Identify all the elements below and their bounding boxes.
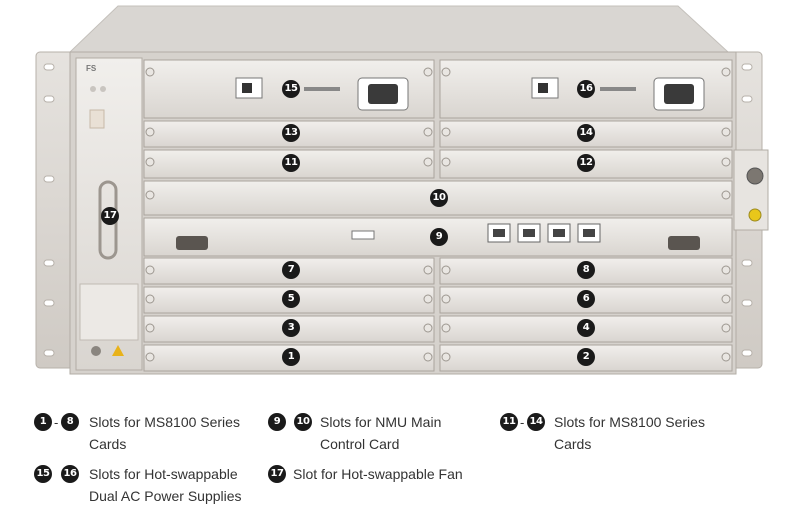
brand-logo: FS xyxy=(86,64,97,73)
badge-slot-14: 14 xyxy=(577,124,595,142)
badge-slot-12: 12 xyxy=(577,154,595,172)
badge-slot-11: 11 xyxy=(282,154,300,172)
badge-slot-17: 17 xyxy=(101,207,119,225)
badge-slot-2: 2 xyxy=(577,348,595,366)
badge-slot-4: 4 xyxy=(577,319,595,337)
badge-slot-15: 15 xyxy=(282,80,300,98)
legend-power-line1: Slots for Hot-swappable xyxy=(89,466,238,482)
badge-slot-13: 13 xyxy=(282,124,300,142)
legend-badge-16: 16 xyxy=(61,465,79,483)
legend-badge-11: 11 xyxy=(500,413,518,431)
legend-power-line2: Dual AC Power Supplies xyxy=(89,488,242,504)
legend-badge-1: 1 xyxy=(34,413,52,431)
legend-cards-11-14-line1: Slots for MS8100 Series xyxy=(554,414,705,430)
badge-slot-7: 7 xyxy=(282,261,300,279)
badge-slot-8: 8 xyxy=(577,261,595,279)
badge-slot-3: 3 xyxy=(282,319,300,337)
badge-slot-9: 9 xyxy=(430,228,448,246)
chassis-illustration xyxy=(35,5,769,375)
legend-dash-2: - xyxy=(520,415,525,430)
legend-badge-9: 9 xyxy=(268,413,286,431)
legend-badge-17: 17 xyxy=(268,465,286,483)
legend-nmu-line1: Slots for NMU Main xyxy=(320,414,442,430)
legend-dash: - xyxy=(54,415,59,430)
legend-nmu-line2: Control Card xyxy=(320,436,400,452)
legend-fan-line1: Slot for Hot-swappable Fan xyxy=(293,466,463,482)
legend-badge-14: 14 xyxy=(527,413,545,431)
badge-slot-6: 6 xyxy=(577,290,595,308)
badge-slot-1: 1 xyxy=(282,348,300,366)
legend-cards-11-14-line2: Cards xyxy=(554,436,592,452)
badge-slot-16: 16 xyxy=(577,80,595,98)
chassis-top xyxy=(68,5,730,53)
legend-badge-10: 10 xyxy=(294,413,312,431)
badge-slot-10: 10 xyxy=(430,189,448,207)
legend-cards-1-8-line1: Slots for MS8100 Series xyxy=(89,414,240,430)
legend-badge-8: 8 xyxy=(61,413,79,431)
badge-slot-5: 5 xyxy=(282,290,300,308)
legend-badge-15: 15 xyxy=(34,465,52,483)
legend-cards-1-8-line2: Cards xyxy=(89,436,127,452)
